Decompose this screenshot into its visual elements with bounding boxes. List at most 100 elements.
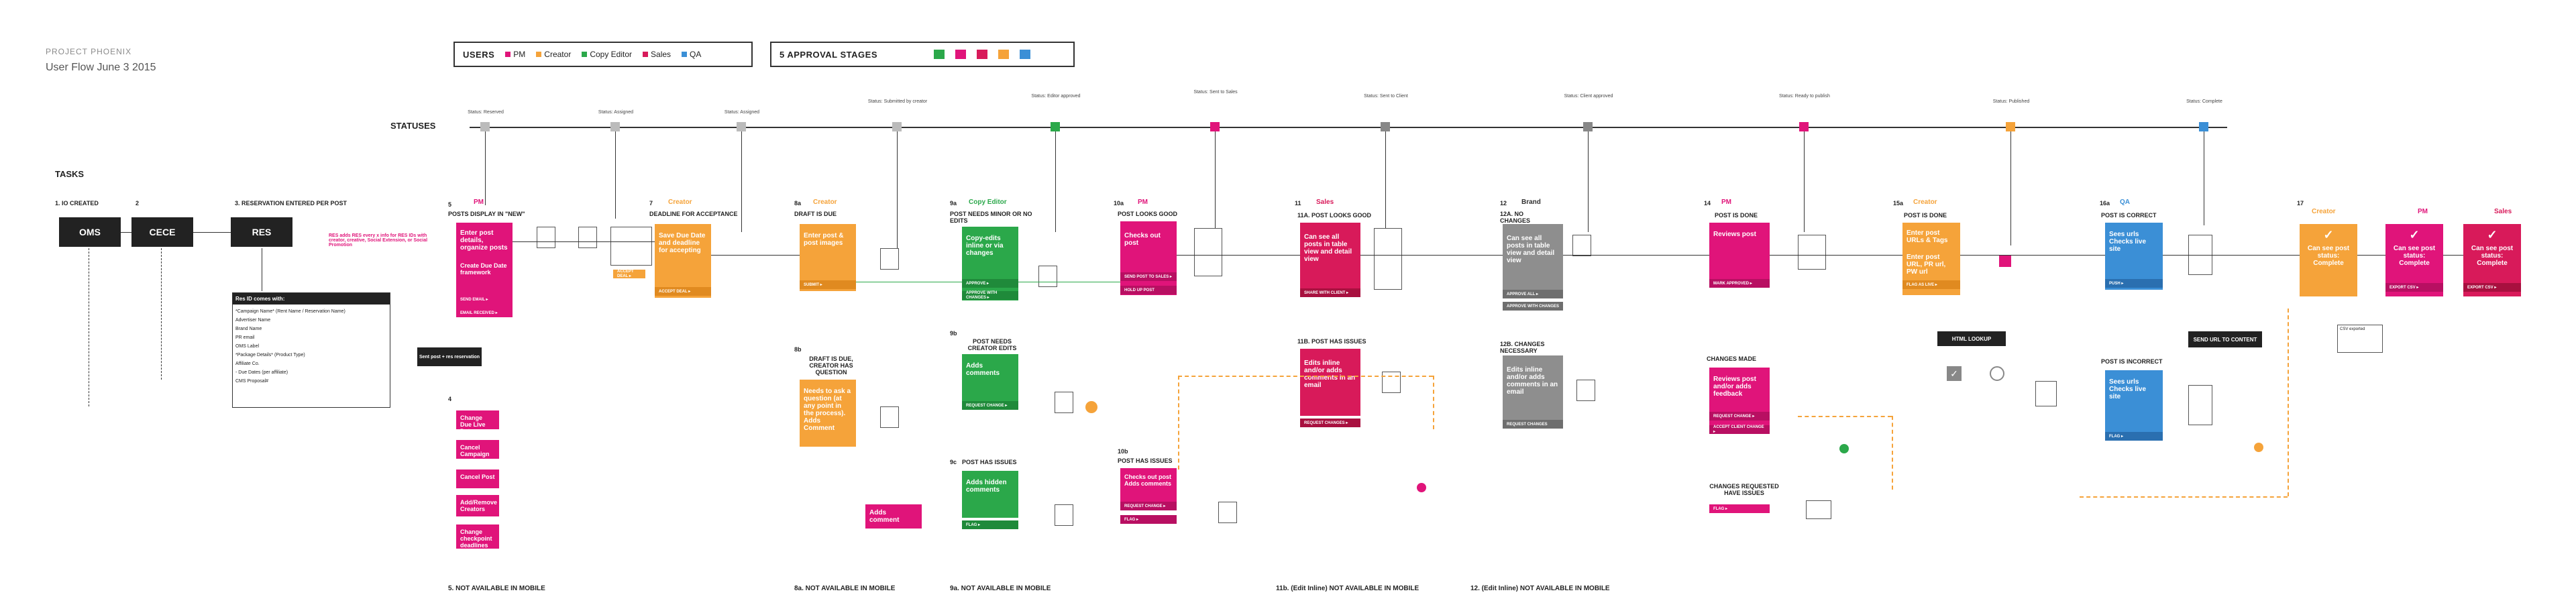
sent-post-box: Sent post + res reservation bbox=[417, 347, 482, 366]
screen-thumbnail bbox=[1806, 500, 1831, 519]
approve-button[interactable]: APPROVE ▸ bbox=[962, 279, 1018, 288]
flag-button[interactable]: FLAG ▸ bbox=[1120, 515, 1177, 524]
screen-thumbnail bbox=[880, 406, 899, 428]
task-15-number: 15a bbox=[1893, 200, 1904, 207]
export-csv-button[interactable]: EXPORT CSV ▸ bbox=[2463, 283, 2521, 292]
request-change-button[interactable]: REQUEST CHANGE ▸ bbox=[962, 401, 1018, 410]
submit-draft-button[interactable]: SUBMIT ▸ bbox=[800, 280, 856, 289]
request-changes-button[interactable]: REQUEST CHANGES ▸ bbox=[1300, 419, 1360, 427]
status-marker bbox=[1583, 122, 1593, 131]
cece-system: CECE bbox=[131, 217, 193, 247]
status-label: Status: Sent to Sales bbox=[1193, 90, 1238, 95]
screen-thumbnail bbox=[1055, 392, 1073, 413]
task-17-role-creator: Creator bbox=[2312, 208, 2336, 215]
task-11b-title: 11b. POST HAS ISSUES bbox=[1297, 338, 1366, 345]
status-marker bbox=[1051, 122, 1060, 131]
res-note: RES adds RES every x info for RES IDs wi… bbox=[329, 233, 428, 247]
task-14-role: PM bbox=[1721, 199, 1731, 206]
task-8a-card: Enter post & post images bbox=[800, 224, 856, 291]
footer-note: 9a. NOT AVAILABLE IN MOBILE bbox=[950, 585, 1051, 592]
cancel-campaign-button[interactable]: Cancel Campaign bbox=[456, 440, 499, 459]
task-7-card: Save Due Date and deadline for accepting bbox=[655, 224, 711, 298]
status-label: Status: Sent to Client bbox=[1364, 94, 1408, 99]
checkmark-icon: ✓ bbox=[1947, 366, 1962, 381]
accept-deal-button[interactable]: ACCEPT DEAL ▸ bbox=[655, 287, 711, 296]
task-12-role: Brand bbox=[1521, 199, 1541, 206]
res-system: RES bbox=[231, 217, 292, 247]
task-8a-title: DRAFT IS DUE bbox=[794, 211, 837, 217]
task-8b-card: Needs to ask a question (at any point in… bbox=[800, 380, 856, 447]
task-5-role: PM bbox=[474, 199, 484, 206]
change-checkpoint-deadlines-button[interactable]: Change checkpoint deadlines bbox=[456, 524, 499, 549]
flag-button[interactable]: FLAG ▸ bbox=[2105, 432, 2163, 441]
request-changes-button[interactable]: REQUEST CHANGES bbox=[1503, 420, 1563, 429]
res-detail-line: PR email bbox=[235, 335, 255, 340]
pm-person-icon bbox=[505, 52, 511, 57]
screen-thumbnail bbox=[1038, 266, 1057, 287]
flag-button[interactable]: FLAG ▸ bbox=[1709, 504, 1770, 513]
page-title: User Flow June 3 2015 bbox=[46, 62, 156, 73]
send-post-to-sales-button[interactable]: SEND POST TO SALES ▸ bbox=[1120, 272, 1177, 281]
res-detail-line: OMS Label bbox=[235, 344, 260, 349]
stage-5-icon bbox=[1020, 50, 1030, 59]
add-remove-creators-button[interactable]: Add/Remove Creators bbox=[456, 495, 499, 516]
task-16-role: QA bbox=[2120, 199, 2130, 206]
export-csv-button[interactable]: EXPORT CSV ▸ bbox=[2385, 283, 2443, 292]
creator-person-icon bbox=[536, 52, 542, 57]
push-button[interactable]: PUSH ▸ bbox=[2105, 279, 2163, 288]
status-label: Status: Assigned bbox=[598, 110, 634, 115]
send-email-button[interactable]: SEND EMAIL ▸ bbox=[456, 295, 513, 304]
task-9a-title: POST NEEDS MINOR OR NO EDITS bbox=[950, 211, 1032, 224]
request-change-button[interactable]: REQUEST CHANGE ▸ bbox=[1120, 502, 1177, 510]
status-label: Status: Submitted by creator bbox=[867, 99, 928, 104]
task-9b-number: 9b bbox=[950, 330, 957, 337]
share-with-client-button[interactable]: SHARE WITH CLIENT ▸ bbox=[1300, 288, 1360, 297]
legend-role-creator: Creator bbox=[536, 50, 571, 59]
screen-thumbnail bbox=[1576, 380, 1595, 401]
task-4-number: 4 bbox=[448, 396, 452, 402]
task-16b-card: Sees urls Checks live site bbox=[2105, 370, 2163, 435]
change-due-date-button[interactable]: Change Due Live Date bbox=[456, 410, 499, 435]
status-label: Status: Complete bbox=[2186, 99, 2222, 104]
status-marker bbox=[480, 122, 490, 131]
status-marker bbox=[610, 122, 620, 131]
task-9c-card: Adds hidden comments bbox=[962, 471, 1018, 518]
approve-all-button[interactable]: APPROVE ALL ▸ bbox=[1503, 290, 1563, 298]
request-change-button[interactable]: REQUEST CHANGE ▸ bbox=[1709, 412, 1770, 421]
task-label: 3. RESERVATION ENTERED PER POST bbox=[235, 200, 347, 207]
task-14a-card: Reviews post bbox=[1709, 223, 1770, 286]
approve-with-changes-button[interactable]: APPROVE WITH CHANGES bbox=[1503, 302, 1563, 311]
email-received-button[interactable]: EMAIL RECEIVED ▸ bbox=[456, 309, 513, 317]
hold-up-post-button[interactable]: HOLD UP POST bbox=[1120, 286, 1177, 294]
task-17-creator-card: ✓ Can see post status: Complete bbox=[2300, 224, 2357, 296]
status-marker bbox=[1210, 122, 1220, 131]
status-label: Status: Client approved bbox=[1564, 94, 1613, 99]
task-10a-number: 10a bbox=[1114, 200, 1124, 207]
task-17-number: 17 bbox=[2297, 200, 2304, 207]
screen-thumbnail bbox=[1798, 235, 1826, 270]
status-marker bbox=[737, 122, 746, 131]
task-5-number: 5 bbox=[448, 201, 452, 208]
mark-approved-button[interactable]: MARK APPROVED ▸ bbox=[1709, 279, 1770, 288]
clock-icon bbox=[1990, 366, 2004, 381]
cancel-post-button[interactable]: Cancel Post bbox=[456, 469, 499, 488]
task-5-title: POSTS DISPLAY IN "NEW" bbox=[448, 211, 525, 217]
flag-button[interactable]: FLAG ▸ bbox=[962, 520, 1018, 529]
oms-system: OMS bbox=[59, 217, 121, 247]
task-8a-number: 8a bbox=[794, 200, 802, 207]
task-11-number: 11 bbox=[1295, 200, 1301, 207]
flag-as-live-button[interactable]: FLAG AS LIVE ▸ bbox=[1902, 280, 1960, 289]
accept-deal-mini-button[interactable]: ACCEPT DEAL ▸ bbox=[613, 270, 645, 278]
task-11-role: Sales bbox=[1316, 199, 1334, 206]
approve-with-changes-button[interactable]: APPROVE WITH CHANGES ▸ bbox=[962, 291, 1018, 300]
legend-role-qa: QA bbox=[682, 50, 701, 59]
task-9c-title: POST HAS ISSUES bbox=[962, 459, 1017, 465]
qa-person-icon bbox=[682, 52, 688, 57]
check-icon: ✓ bbox=[2323, 228, 2334, 241]
screen-thumbnail bbox=[1055, 504, 1073, 526]
task-10b-card: Checks out post Adds comments bbox=[1120, 468, 1177, 502]
legend-role-pm: PM bbox=[505, 50, 525, 59]
status-timeline bbox=[470, 127, 2227, 128]
accept-client-change-button[interactable]: ACCEPT CLIENT CHANGE ▸ bbox=[1709, 425, 1770, 434]
res-detail-line: - Due Dates (per affiliate) bbox=[235, 370, 288, 375]
